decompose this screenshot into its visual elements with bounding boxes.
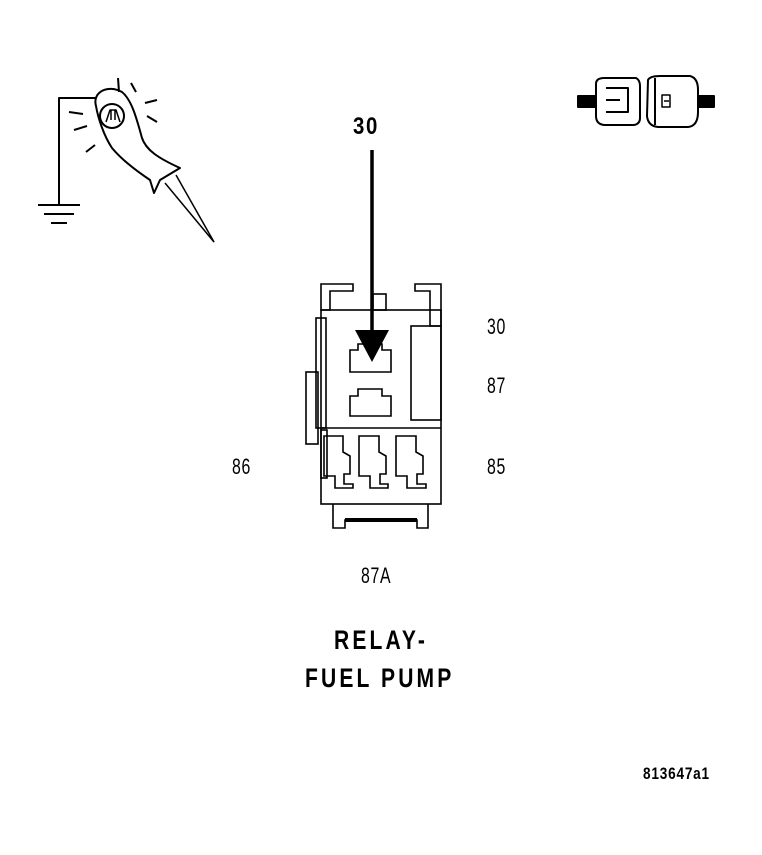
relay-socket-icon: [305, 283, 442, 529]
pin-label-85: 85: [487, 454, 507, 479]
reference-number: 813647a1: [643, 764, 710, 783]
ground-test-light-icon: [38, 77, 215, 243]
pin-label-30: 30: [487, 314, 507, 339]
title-line-2: FUEL PUMP: [305, 663, 455, 693]
pin-label-87: 87: [487, 373, 507, 398]
pin-label-86: 86: [232, 454, 252, 479]
probe-terminal-label: 30: [353, 113, 380, 140]
connector-icon: [577, 75, 715, 128]
pin-label-87a: 87A: [361, 563, 392, 588]
title-line-1: RELAY-: [334, 625, 429, 655]
probe-arrow-icon: [355, 150, 389, 362]
